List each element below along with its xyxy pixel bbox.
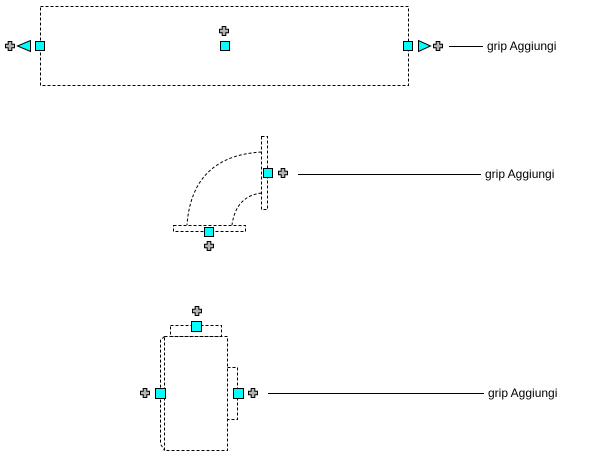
add-plus-grip-icon[interactable] [219, 26, 229, 36]
tee-body-outline [164, 336, 228, 451]
cyan-square-grip-icon[interactable] [204, 227, 214, 237]
add-plus-grip-icon[interactable] [248, 388, 258, 398]
callout-label: grip Aggiungi [485, 167, 554, 181]
add-plus-grip-icon[interactable] [140, 388, 150, 398]
cyan-square-grip-icon[interactable] [155, 388, 166, 399]
elbow-fitting-example: grip Aggiungi [173, 136, 554, 251]
add-plus-grip-icon[interactable] [278, 168, 288, 178]
cyan-triangle-grip-icon[interactable] [418, 39, 432, 53]
cyan-square-grip-icon[interactable] [263, 168, 273, 178]
cyan-square-grip-icon[interactable] [403, 41, 413, 51]
add-plus-grip-icon[interactable] [192, 306, 202, 316]
elbow-outer-arc [186, 151, 262, 226]
tee-fitting-example: grip Aggiungi [140, 306, 557, 451]
cyan-triangle-grip-icon[interactable] [16, 39, 31, 53]
elbow-inner-arc [231, 192, 262, 226]
callout-label: grip Aggiungi [487, 39, 556, 53]
cyan-square-grip-icon[interactable] [233, 388, 244, 399]
cyan-square-grip-icon[interactable] [220, 41, 230, 51]
callout-label: grip Aggiungi [488, 386, 557, 400]
elbow-flange-horizontal [173, 225, 246, 232]
straight-segment-example: grip Aggiungi [5, 6, 556, 86]
add-plus-grip-icon[interactable] [5, 41, 15, 51]
add-plus-grip-icon[interactable] [204, 241, 214, 251]
cyan-square-grip-icon[interactable] [35, 41, 45, 51]
cyan-square-grip-icon[interactable] [191, 321, 202, 332]
add-plus-grip-icon[interactable] [433, 41, 443, 51]
